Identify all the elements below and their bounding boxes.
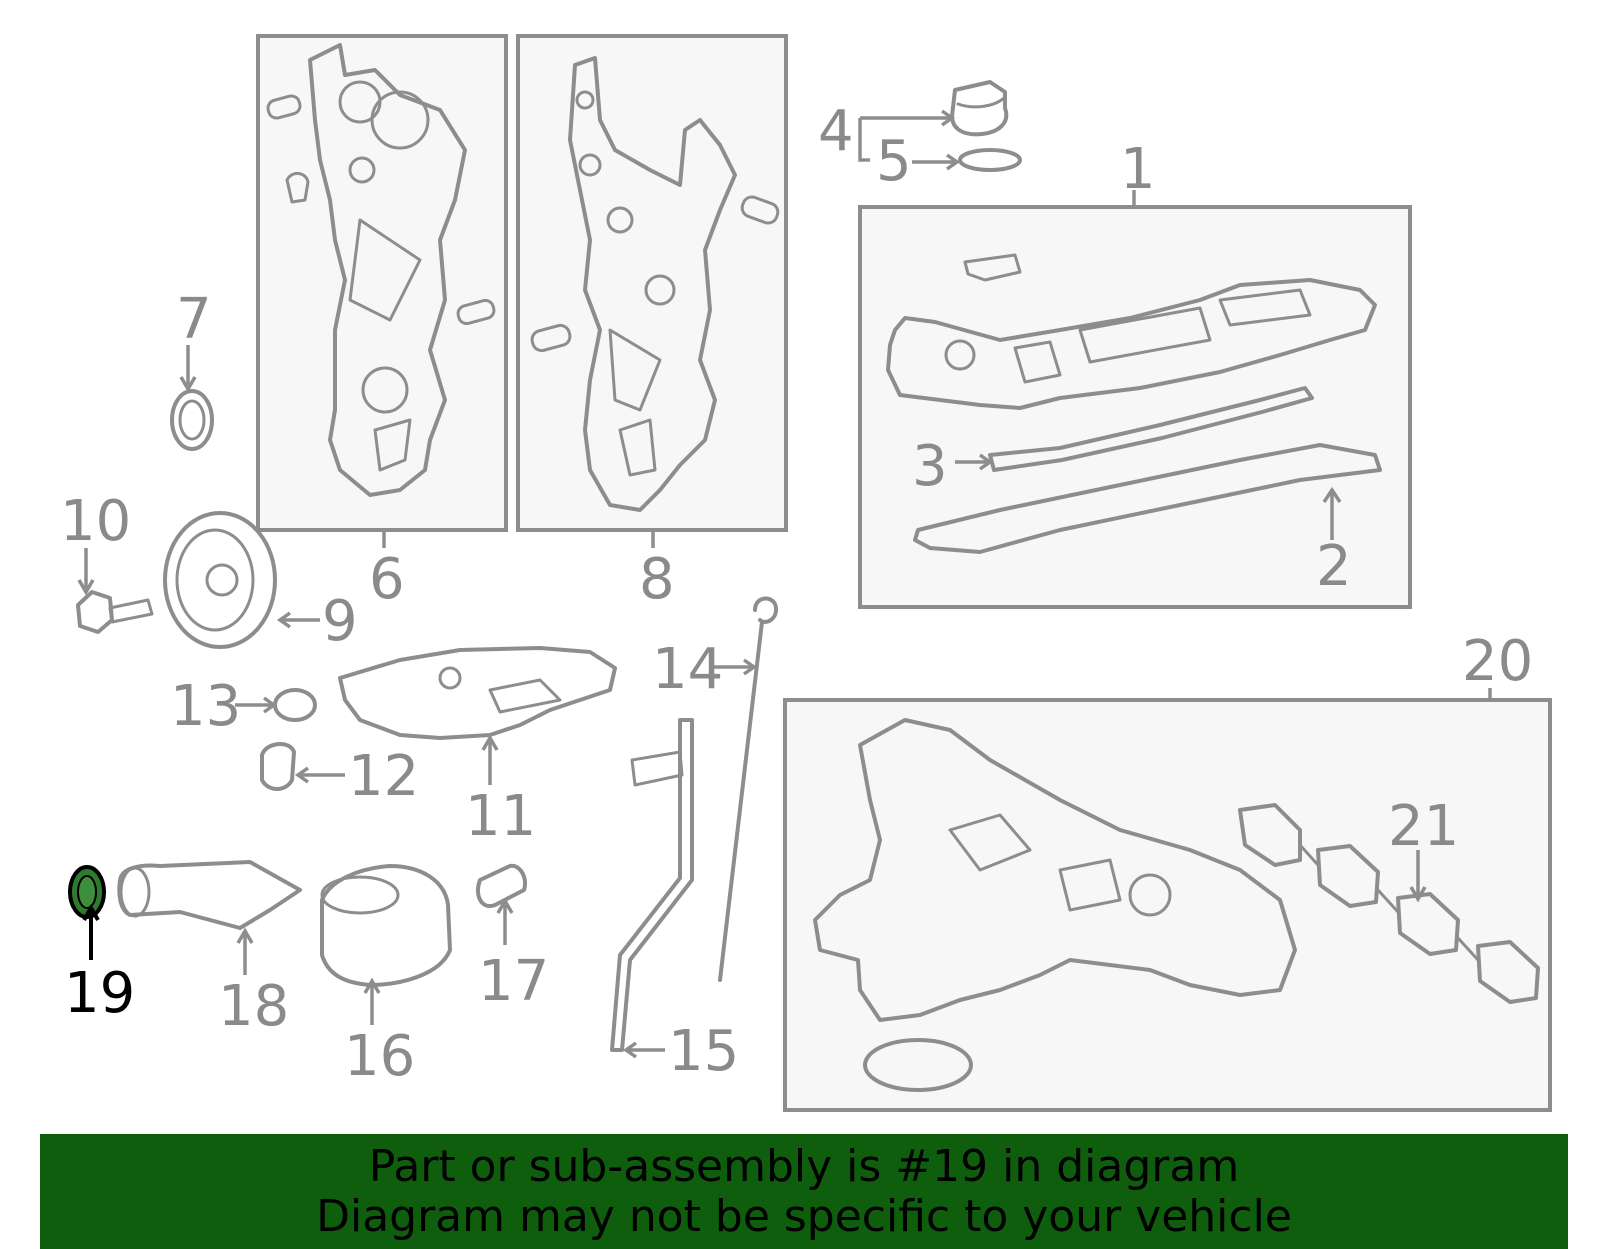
timing-cover-part-6[interactable]: [266, 43, 496, 497]
banner-line-1: Part or sub-assembly is #19 in diagram: [368, 1140, 1240, 1192]
callout-4: 4: [818, 99, 854, 164]
oil-strainer-part-18[interactable]: [117, 860, 302, 930]
intake-gasket-part-21[interactable]: [1238, 803, 1540, 1004]
callout-8: 8: [639, 547, 675, 612]
group-box-1: [858, 205, 1412, 609]
leader-lines: [77, 109, 1492, 1059]
callout-15: 15: [668, 1019, 739, 1084]
callout-20: 20: [1462, 629, 1533, 694]
callout-17: 17: [478, 949, 549, 1014]
oil-filler-seal-part-5[interactable]: [958, 148, 1022, 172]
valve-cover-gasket-part-3[interactable]: [988, 386, 1314, 472]
gasket-part-2[interactable]: [913, 443, 1382, 554]
timing-case-part-8[interactable]: [530, 56, 780, 512]
group-box-6: [256, 34, 508, 532]
oil-seal-part-7[interactable]: [170, 389, 214, 451]
drain-plug-part-12[interactable]: [260, 742, 296, 791]
oil-filler-cap-part-4[interactable]: [950, 80, 1009, 137]
banner-line-2: Diagram may not be specific to your vehi…: [316, 1190, 1292, 1242]
sensor-part-17[interactable]: [475, 863, 527, 908]
callout-11: 11: [465, 784, 536, 849]
callout-16: 16: [344, 1024, 415, 1089]
gasket-part-19[interactable]: [68, 865, 106, 919]
callout-12: 12: [348, 744, 419, 809]
callout-2: 2: [1316, 534, 1352, 599]
callout-5: 5: [876, 129, 912, 194]
callout-6: 6: [369, 547, 405, 612]
oil-pan-part-11[interactable]: [338, 646, 617, 740]
callout-13: 13: [170, 674, 241, 739]
callout-labels: 1 2 3 4 5 6 8 7 9 10 11 12 13 14 15 16 1…: [60, 99, 1533, 1089]
callout-1: 1: [1120, 137, 1156, 202]
valve-cover-part-1[interactable]: [886, 253, 1377, 410]
callout-9: 9: [322, 589, 358, 654]
callout-14: 14: [652, 637, 723, 702]
callout-3: 3: [912, 434, 948, 499]
crankshaft-pulley-part-9[interactable]: [163, 511, 277, 649]
dipstick-tube-part-15[interactable]: [610, 718, 694, 1052]
oil-filter-part-16[interactable]: [320, 864, 452, 987]
pulley-bolt-part-10[interactable]: [76, 590, 154, 634]
intake-manifold-part-20[interactable]: [813, 718, 1297, 1092]
drain-plug-gasket-part-13[interactable]: [273, 688, 317, 722]
callout-10: 10: [60, 489, 131, 554]
callout-21: 21: [1388, 794, 1459, 859]
info-banner: Part or sub-assembly is #19 in diagram D…: [40, 1134, 1568, 1249]
dipstick-part-14[interactable]: [718, 596, 779, 982]
callout-19: 19: [64, 961, 135, 1026]
callout-18: 18: [218, 974, 289, 1039]
group-box-8: [516, 34, 788, 532]
callout-7: 7: [176, 287, 212, 352]
